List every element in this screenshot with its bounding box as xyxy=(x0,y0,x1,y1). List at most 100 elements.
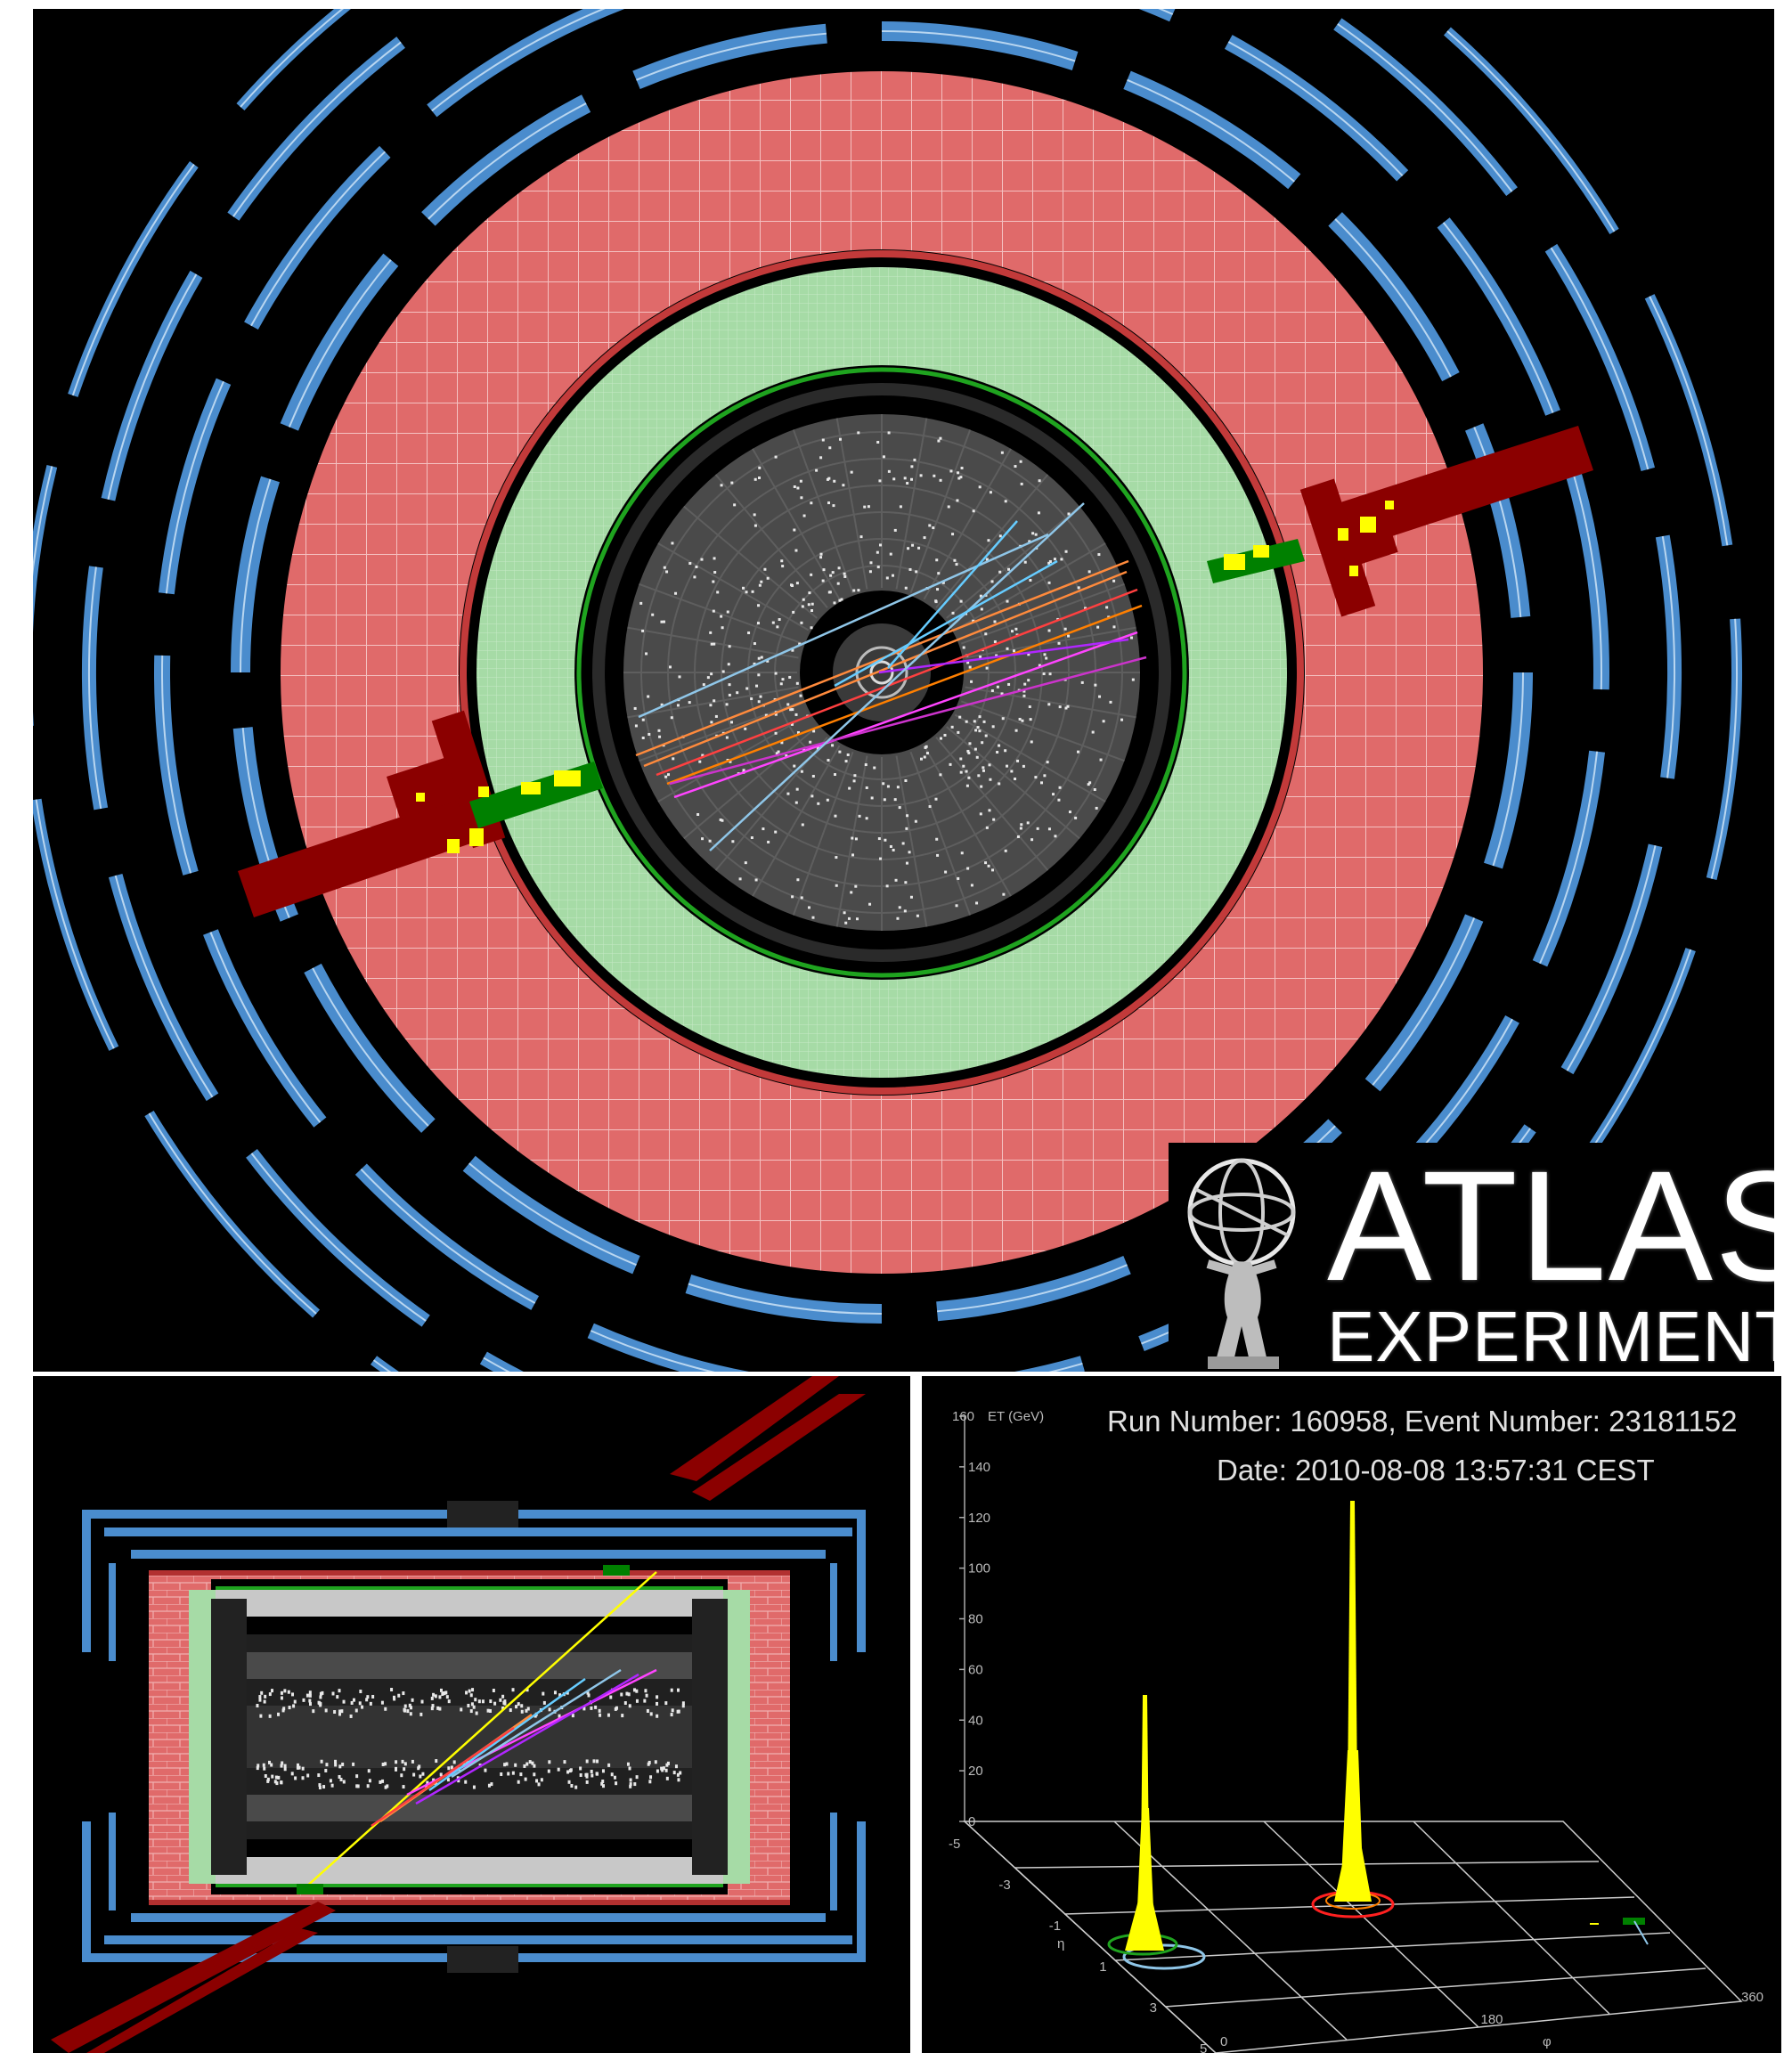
rz-hit xyxy=(595,1772,599,1776)
hit xyxy=(710,672,713,676)
hit xyxy=(1052,793,1055,796)
rz-hit xyxy=(273,1780,277,1784)
hit xyxy=(1043,653,1047,656)
y-tick-label: 80 xyxy=(968,1612,983,1627)
rz-hit xyxy=(629,1782,632,1787)
rz-hit xyxy=(520,1709,524,1714)
rz-hit xyxy=(662,1766,665,1771)
rz-hit xyxy=(614,1707,617,1711)
eta-tick-label: 1 xyxy=(1099,1959,1106,1975)
rz-hit xyxy=(493,1701,497,1706)
hit xyxy=(854,884,858,888)
rz-hit xyxy=(656,1695,659,1699)
rz-hit xyxy=(280,1780,283,1785)
hit xyxy=(663,620,666,623)
hit xyxy=(1037,511,1040,515)
rz-hit xyxy=(548,1760,551,1764)
hit xyxy=(998,534,1002,538)
hit xyxy=(907,547,910,550)
hit xyxy=(1098,695,1102,698)
muon-chamber-arc xyxy=(1644,294,1733,547)
rz-hit xyxy=(511,1771,515,1775)
hit xyxy=(878,479,882,483)
rz-hit xyxy=(438,1695,442,1699)
hit xyxy=(1019,827,1022,830)
hit xyxy=(657,729,661,732)
rz-hit xyxy=(403,1704,407,1708)
inner-detector-sector xyxy=(946,505,1080,619)
hit xyxy=(908,567,912,571)
hit xyxy=(1014,465,1017,468)
muon-chamber-arc xyxy=(1565,469,1609,690)
rz-hit xyxy=(568,1769,572,1773)
muon-chamber-highlight xyxy=(1571,471,1602,690)
rz-hit xyxy=(525,1688,529,1692)
hit xyxy=(1066,705,1070,708)
rz-hit xyxy=(571,1714,574,1718)
rz-hit xyxy=(596,1759,599,1764)
muon-chamber-highlight xyxy=(428,102,587,220)
hit xyxy=(1048,559,1052,563)
hit xyxy=(800,621,803,624)
hit xyxy=(1028,705,1031,709)
hit xyxy=(991,725,995,729)
hit xyxy=(1074,816,1078,819)
rz-hit xyxy=(280,1764,283,1768)
hit xyxy=(727,663,730,666)
hit xyxy=(688,701,691,705)
hit xyxy=(967,776,971,779)
rz-hit xyxy=(533,1772,536,1777)
inner-detector-grid xyxy=(623,414,1140,931)
hit xyxy=(1006,647,1009,650)
hit xyxy=(796,486,800,490)
hit xyxy=(1095,806,1098,810)
rz-hit xyxy=(330,1783,334,1788)
rz-hit xyxy=(677,1778,680,1782)
hit xyxy=(998,782,1001,786)
rz-hit xyxy=(547,1769,550,1773)
hit xyxy=(634,724,638,728)
rz-hit xyxy=(469,1693,473,1698)
hit xyxy=(894,878,898,882)
muon-chamber-arc xyxy=(1437,217,1560,416)
hit xyxy=(736,691,739,695)
hit xyxy=(801,605,804,608)
em-calorimeter xyxy=(477,267,1287,1078)
hit xyxy=(898,806,901,810)
rz-hit xyxy=(656,1769,659,1773)
phi-tick-label: 0 xyxy=(1220,2034,1227,2049)
rz-hit xyxy=(599,1713,602,1717)
hit xyxy=(906,814,909,818)
rz-hit xyxy=(392,1695,395,1699)
hit xyxy=(1020,823,1023,827)
muon-chamber-highlight xyxy=(161,655,192,874)
rz-hit xyxy=(319,1691,322,1696)
hit xyxy=(774,713,778,716)
hit xyxy=(1004,749,1007,753)
hit xyxy=(984,861,988,865)
hit xyxy=(974,729,978,732)
hit xyxy=(781,678,785,681)
hit xyxy=(789,583,793,587)
hit xyxy=(858,814,861,818)
hit xyxy=(979,594,982,598)
inner-detector-sector xyxy=(752,448,841,600)
hit xyxy=(905,861,908,865)
hit xyxy=(1077,586,1080,590)
rz-hit xyxy=(280,1696,283,1700)
hit xyxy=(756,622,760,625)
rz-hit xyxy=(511,1688,515,1692)
rz-hit xyxy=(403,1767,406,1772)
rz-hit xyxy=(349,1714,353,1718)
rz-hit xyxy=(628,1704,631,1708)
rz-hit xyxy=(610,1772,614,1777)
hit xyxy=(759,695,762,698)
hit xyxy=(919,474,923,477)
hit xyxy=(901,842,905,845)
hit xyxy=(1029,578,1032,582)
rz-hit xyxy=(487,1783,491,1788)
hit xyxy=(738,877,742,881)
hit xyxy=(745,591,748,594)
hit xyxy=(1014,778,1017,781)
rz-hit xyxy=(681,1701,685,1706)
